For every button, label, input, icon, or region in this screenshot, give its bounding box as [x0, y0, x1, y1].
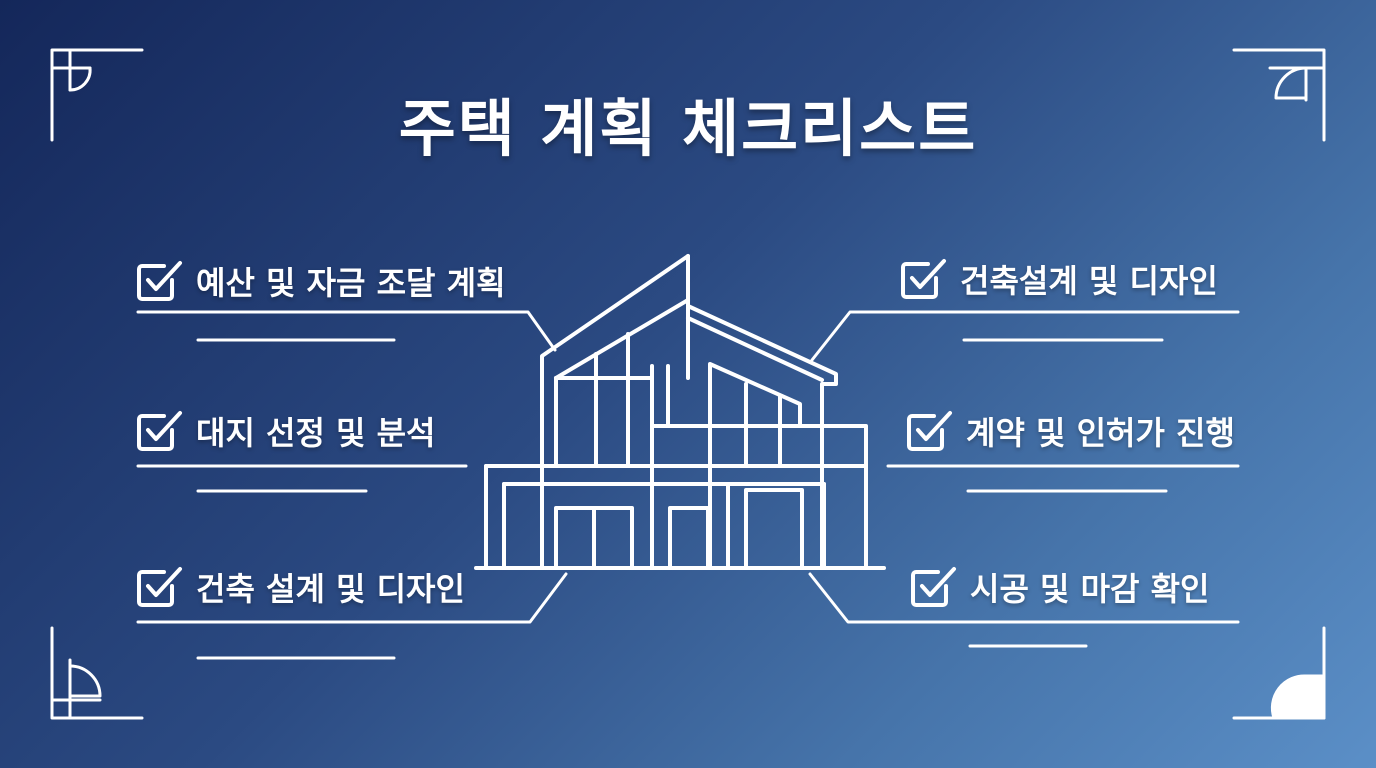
checklist-item-label: 건축설계 및 디자인 — [960, 262, 1218, 300]
checklist-item-label: 시공 및 마감 확인 — [970, 570, 1210, 608]
leader-lines-left — [136, 310, 568, 660]
checklist-item-site: 대지 선정 및 분석 — [136, 408, 436, 454]
corner-frame-top-right — [1232, 48, 1326, 142]
checklist-item-label: 대지 선정 및 분석 — [196, 414, 436, 452]
checklist-item-label: 계약 및 인허가 진행 — [966, 414, 1235, 452]
checklist-item-label: 예산 및 자금 조달 계획 — [196, 264, 506, 302]
checklist-item-contract: 계약 및 인허가 진행 — [906, 408, 1235, 454]
house-drawing — [474, 254, 886, 570]
checkbox-icon — [911, 567, 956, 607]
checklist-item-design-left: 건축 설계 및 디자인 — [136, 564, 465, 610]
corner-frame-bottom-right — [1232, 626, 1326, 720]
checklist-item-design-right: 건축설계 및 디자인 — [900, 256, 1218, 302]
checkbox-icon — [137, 411, 182, 451]
checkbox-icon — [907, 411, 952, 451]
checkbox-icon — [137, 567, 182, 607]
checkbox-icon — [137, 261, 182, 301]
checkbox-icon — [901, 259, 946, 299]
corner-frame-top-left — [50, 48, 144, 142]
corner-frame-bottom-left — [50, 626, 144, 720]
checklist-item-budget: 예산 및 자금 조달 계획 — [136, 258, 506, 304]
leader-lines-right — [808, 310, 1240, 648]
page-title: 주택 계획 체크리스트 — [398, 92, 978, 165]
checklist-item-construction: 시공 및 마감 확인 — [910, 564, 1210, 610]
checklist-item-label: 건축 설계 및 디자인 — [196, 570, 465, 608]
